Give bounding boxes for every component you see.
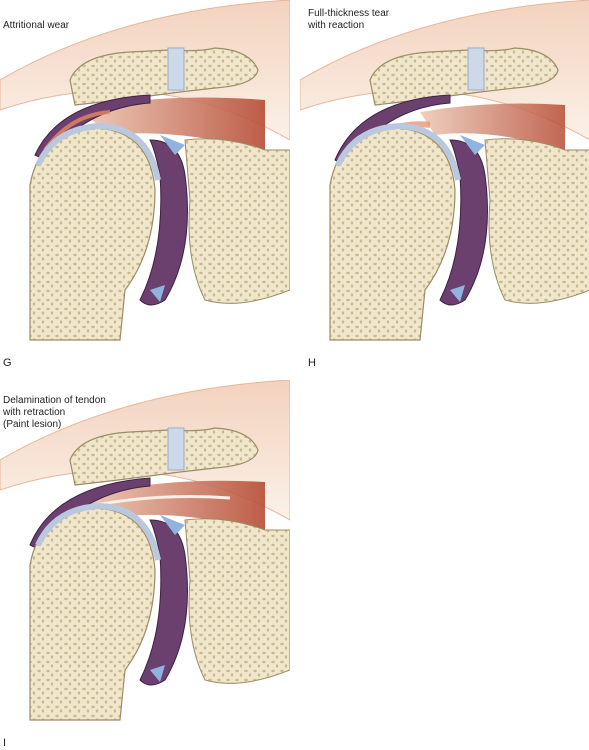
acromion	[69, 427, 259, 486]
humeral-head	[29, 127, 156, 341]
humeral-head	[329, 127, 456, 341]
shoulder-illustration-g	[0, 0, 290, 341]
ac-joint-cartilage	[467, 47, 485, 91]
panel-letter-i: I	[3, 737, 7, 749]
scapula-glenoid	[484, 138, 589, 304]
panel-caption: Attritional wear	[3, 20, 70, 31]
panel-caption: Delamination of tendon with retraction (…	[3, 395, 106, 430]
labrum-inferior	[150, 285, 165, 302]
scapula-glenoid	[184, 518, 290, 684]
labrum	[160, 135, 185, 155]
labrum-inferior	[150, 665, 165, 682]
ac-joint-cartilage	[167, 47, 185, 91]
humeral-cartilage	[35, 122, 161, 181]
panel-letter-g: G	[3, 357, 12, 369]
delaminated-tendon	[80, 480, 265, 530]
rotator-cuff-tendon	[80, 97, 265, 150]
torn-tendon	[420, 103, 565, 150]
panel-g: Attritional wear	[0, 0, 290, 360]
humeral-cartilage	[35, 502, 161, 561]
labrum	[160, 515, 185, 535]
labrum	[460, 135, 485, 155]
panel-letter-h: H	[308, 357, 316, 369]
panel-i: Delamination of tendon with retraction (…	[0, 380, 290, 740]
ac-joint-cartilage	[167, 427, 185, 471]
shoulder-illustration-h	[300, 0, 589, 341]
shoulder-illustration-i	[0, 380, 290, 721]
labrum-inferior	[450, 285, 465, 302]
humeral-cartilage	[335, 122, 461, 181]
panel-caption: Full-thickness tear with reaction	[308, 8, 390, 31]
scapula-glenoid	[184, 138, 290, 304]
panel-h: Full-thickness tear with reaction	[300, 0, 589, 360]
humeral-head	[29, 507, 156, 721]
